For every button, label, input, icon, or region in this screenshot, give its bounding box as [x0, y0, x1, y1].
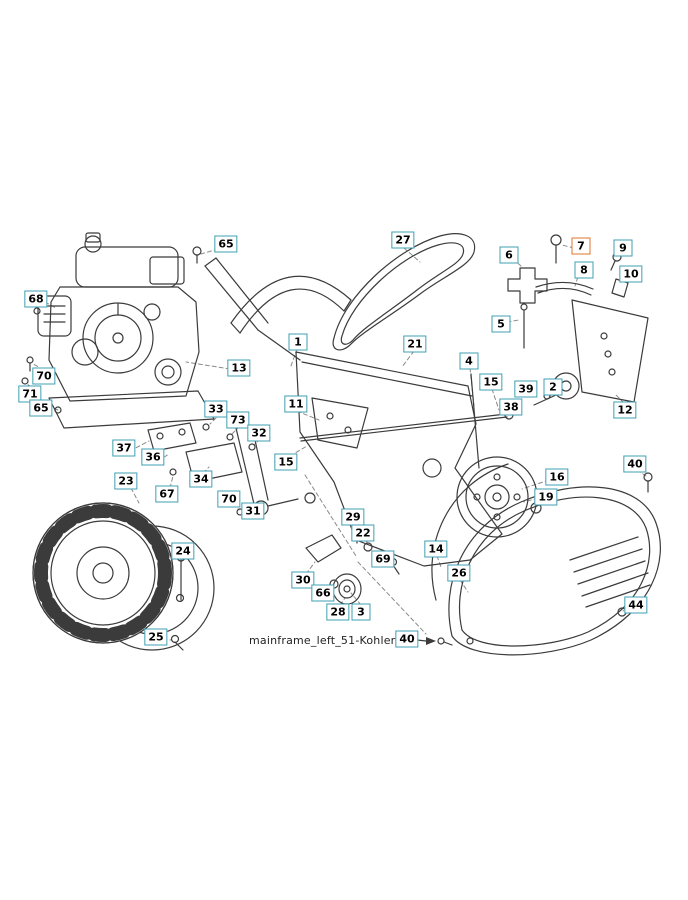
- part-label-34[interactable]: 34: [189, 470, 213, 488]
- part-label-22[interactable]: 22: [351, 524, 375, 542]
- part-label-4[interactable]: 4: [459, 352, 479, 370]
- engine-drawing: [37, 232, 215, 429]
- depth-stake-drawing: [507, 234, 649, 406]
- rod-drawing: [299, 361, 521, 469]
- part-label-10[interactable]: 10: [619, 265, 643, 283]
- part-label-68[interactable]: 68: [24, 290, 48, 308]
- transmission-pulley-drawing: [456, 456, 542, 538]
- part-label-36[interactable]: 36: [141, 448, 165, 466]
- part-label-38[interactable]: 38: [499, 398, 523, 416]
- part-label-23[interactable]: 23: [114, 472, 138, 490]
- wheel-drawing: [32, 502, 215, 651]
- part-label-30[interactable]: 30: [291, 571, 315, 589]
- part-label-5[interactable]: 5: [491, 315, 511, 333]
- part-label-40[interactable]: 40: [395, 630, 419, 648]
- part-label-65[interactable]: 65: [29, 399, 53, 417]
- part-label-15[interactable]: 15: [274, 453, 298, 471]
- part-label-40[interactable]: 40: [623, 455, 647, 473]
- part-label-32[interactable]: 32: [247, 424, 271, 442]
- fastener-drawing: [21, 246, 202, 414]
- part-label-28[interactable]: 28: [326, 603, 350, 621]
- mainframe-drawing: [295, 351, 503, 567]
- part-label-37[interactable]: 37: [112, 439, 136, 457]
- part-label-1[interactable]: 1: [288, 333, 308, 351]
- part-label-70[interactable]: 70: [217, 490, 241, 508]
- part-label-69[interactable]: 69: [371, 550, 395, 568]
- part-label-39[interactable]: 39: [514, 380, 538, 398]
- part-label-66[interactable]: 66: [311, 584, 335, 602]
- diagram-caption: mainframe_left_51-Kohler: [249, 634, 396, 647]
- part-label-29[interactable]: 29: [341, 508, 365, 526]
- part-label-65[interactable]: 65: [214, 235, 238, 253]
- part-label-31[interactable]: 31: [241, 502, 265, 520]
- part-label-11[interactable]: 11: [284, 395, 308, 413]
- part-label-24[interactable]: 24: [171, 542, 195, 560]
- part-label-44[interactable]: 44: [624, 596, 648, 614]
- part-label-7[interactable]: 7: [571, 237, 591, 255]
- part-label-13[interactable]: 13: [227, 359, 251, 377]
- part-label-25[interactable]: 25: [144, 628, 168, 646]
- part-label-19[interactable]: 19: [534, 488, 558, 506]
- bolt-arrow-drawing: [416, 637, 453, 646]
- part-label-73[interactable]: 73: [226, 411, 250, 429]
- part-label-9[interactable]: 9: [613, 239, 633, 257]
- part-label-21[interactable]: 21: [403, 335, 427, 353]
- part-label-2[interactable]: 2: [543, 378, 563, 396]
- part-label-26[interactable]: 26: [447, 564, 471, 582]
- part-label-27[interactable]: 27: [391, 231, 415, 249]
- part-label-14[interactable]: 14: [424, 540, 448, 558]
- handle-tube-drawing: [204, 257, 301, 361]
- part-label-67[interactable]: 67: [155, 485, 179, 503]
- part-label-12[interactable]: 12: [613, 401, 637, 419]
- part-label-33[interactable]: 33: [204, 400, 228, 418]
- part-label-70[interactable]: 70: [32, 367, 56, 385]
- part-label-3[interactable]: 3: [351, 603, 371, 621]
- part-label-15[interactable]: 15: [479, 373, 503, 391]
- tine-shield-drawing: [230, 275, 352, 334]
- part-label-71[interactable]: 71: [18, 385, 42, 403]
- part-label-16[interactable]: 16: [545, 468, 569, 486]
- drive-belt-drawing: [332, 233, 476, 351]
- part-label-8[interactable]: 8: [574, 261, 594, 279]
- belt-cover-drawing: [431, 463, 661, 656]
- part-label-6[interactable]: 6: [499, 246, 519, 264]
